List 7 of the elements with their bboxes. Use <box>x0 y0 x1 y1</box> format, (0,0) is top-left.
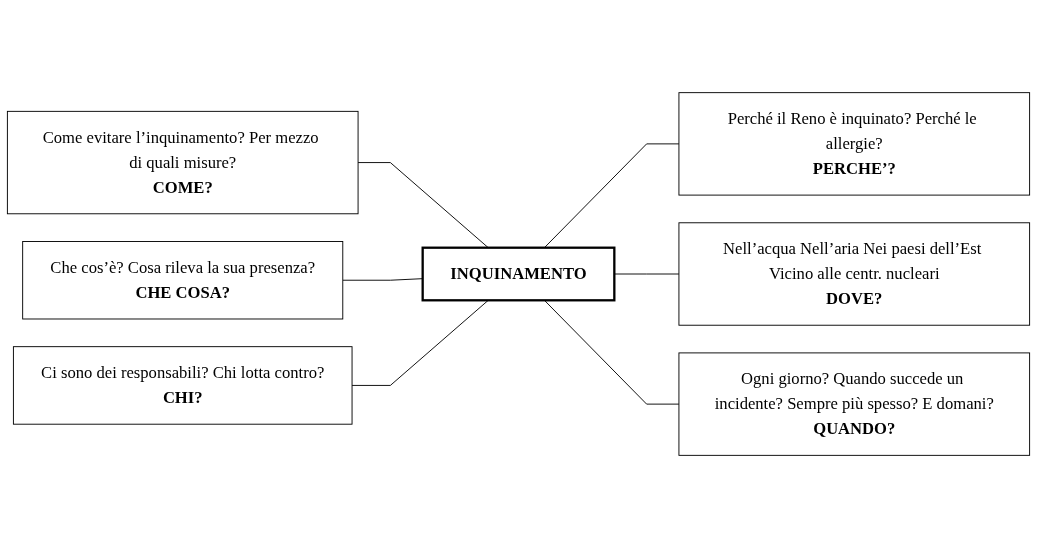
node-box: Che cos’è? Cosa rileva la sua presenza? CHE COSA? <box>22 241 344 320</box>
node-box: Nell’acqua Nell’aria Nei paesi dell’Est Vicino alle centr. nucleari DOVE? <box>678 222 1031 326</box>
node-box: Ogni giorno? Quando succede un incidente? Sempre più spesso? E domani? QUANDO? <box>678 352 1031 456</box>
node-box: Perché il Reno è inquinato? Perché le allergie? PERCHE’? <box>678 92 1031 196</box>
node-box: INQUINAMENTO <box>421 246 616 302</box>
node-box: Ci sono dei responsabili? Chi lotta contro? CHI? <box>12 346 353 425</box>
node-box: Come evitare l’inquinamento? Per mezzo di quali misure? COME? <box>6 110 359 215</box>
